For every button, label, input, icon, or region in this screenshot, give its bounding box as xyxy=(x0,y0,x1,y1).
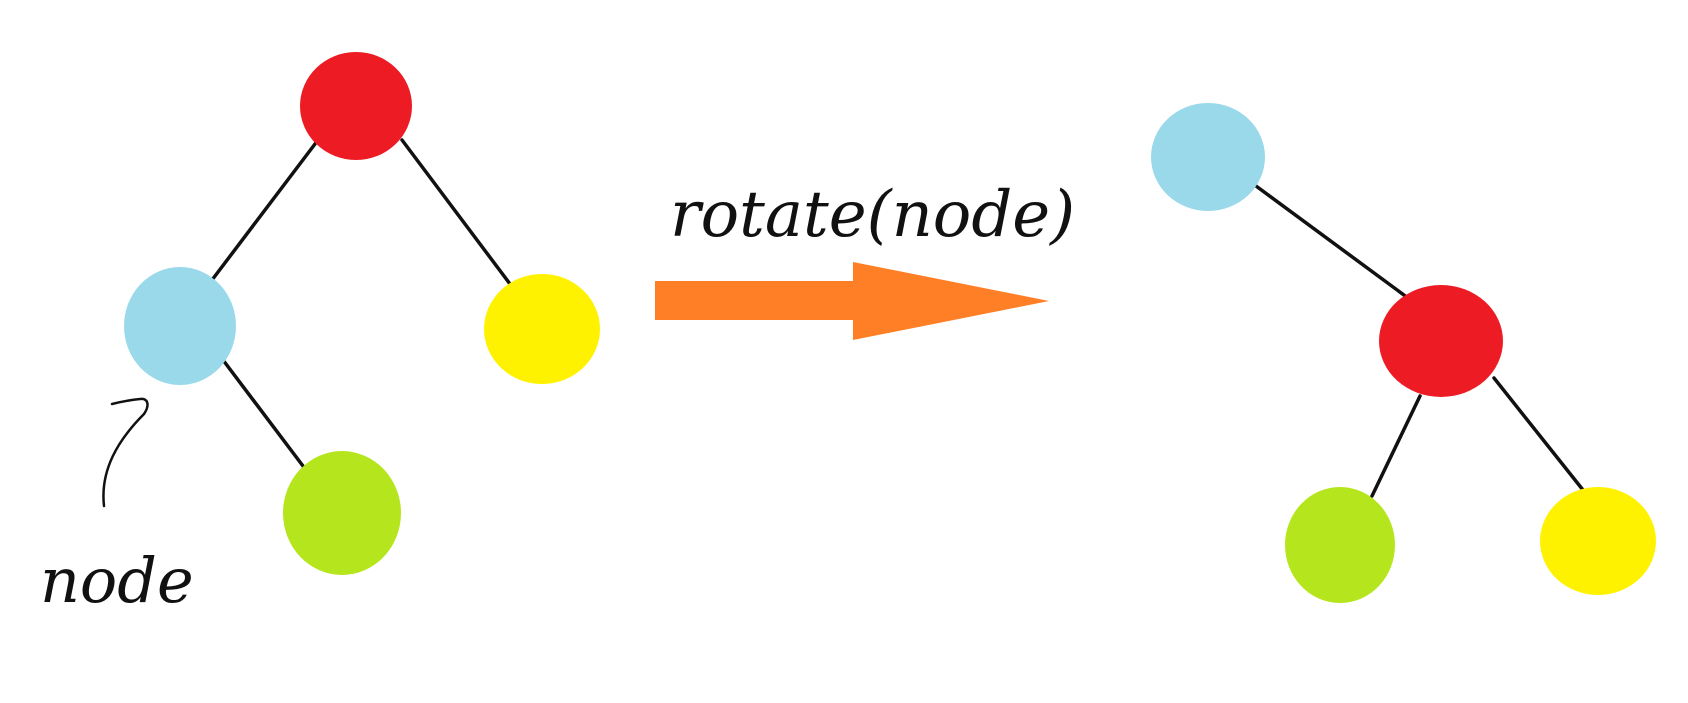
before-node-green xyxy=(283,451,401,575)
node-pointer: node xyxy=(40,397,194,617)
before-node-red xyxy=(300,52,412,160)
pointer-arrow-icon xyxy=(102,397,149,508)
after-edge-red-yellow xyxy=(1492,376,1585,492)
after-edge-blue-red xyxy=(1254,184,1410,300)
before-edge-red-blue xyxy=(210,138,320,282)
right-arrow-icon xyxy=(655,262,1049,340)
before-node-yellow xyxy=(484,274,600,384)
before-edge-red-yellow xyxy=(400,138,512,286)
operation-label: rotate(node) xyxy=(670,178,1075,252)
after-node-blue xyxy=(1151,103,1265,211)
before-tree xyxy=(124,52,600,575)
before-node-blue xyxy=(124,267,236,385)
after-edge-red-green xyxy=(1370,394,1422,498)
after-tree xyxy=(1151,103,1656,603)
before-edge-blue-green xyxy=(221,358,308,472)
after-node-green xyxy=(1285,487,1395,603)
after-node-yellow xyxy=(1540,487,1656,595)
pointer-label: node xyxy=(40,544,194,617)
operation: rotate(node) xyxy=(655,178,1075,340)
after-node-red xyxy=(1379,285,1503,397)
